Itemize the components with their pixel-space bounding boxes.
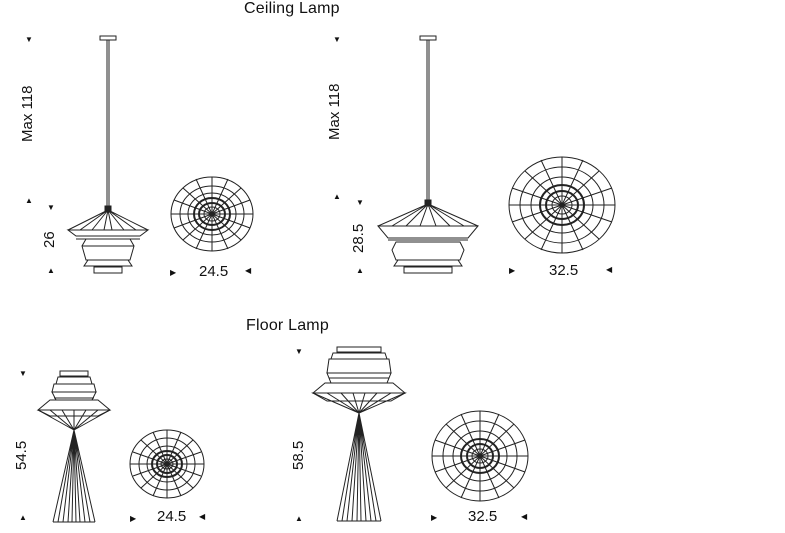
arrow-up-icon: ▲ — [295, 514, 303, 523]
arrow-left-icon: ◀ — [521, 512, 528, 521]
arrow-down-icon: ▼ — [47, 203, 55, 212]
arrow-right-icon: ▶ — [509, 266, 516, 275]
ceiling-large-shade-height: 28.5 — [350, 223, 367, 253]
floor-large-height: 58.5 — [290, 440, 307, 470]
ceiling-large-side-view — [374, 34, 484, 279]
floor-small-side-view — [34, 368, 114, 526]
arrow-left-icon: ◀ — [606, 265, 613, 274]
arrow-left-icon: ◀ — [199, 512, 206, 521]
ceiling-small-top-view — [168, 174, 256, 254]
arrow-right-icon: ▶ — [431, 513, 438, 522]
ceiling-small-width: 24.5 — [199, 263, 229, 280]
arrow-up-icon: ▲ — [47, 266, 55, 275]
arrow-down-icon: ▼ — [295, 347, 303, 356]
ceiling-small-side-view — [60, 34, 160, 279]
ceiling-large-top-view — [507, 154, 617, 254]
floor-lamp-title: Floor Lamp — [246, 317, 329, 334]
floor-small-top-view — [129, 428, 207, 500]
arrow-up-icon: ▲ — [333, 192, 341, 201]
arrow-up-icon: ▲ — [19, 513, 27, 522]
floor-large-side-view — [309, 345, 409, 525]
ceiling-lamp-title: Ceiling Lamp — [244, 0, 340, 17]
arrow-up-icon: ▲ — [25, 196, 33, 205]
arrow-up-icon: ▲ — [356, 266, 364, 275]
ceiling-large-height-label: Max 118 — [326, 83, 343, 140]
arrow-right-icon: ▶ — [130, 514, 137, 523]
ceiling-large-width: 32.5 — [549, 262, 579, 279]
arrow-down-icon: ▼ — [19, 369, 27, 378]
ceiling-small-shade-height: 26 — [41, 231, 58, 248]
floor-large-top-view — [430, 409, 530, 503]
arrow-right-icon: ▶ — [170, 268, 177, 277]
arrow-down-icon: ▼ — [356, 198, 364, 207]
arrow-left-icon: ◀ — [245, 266, 252, 275]
floor-large-width: 32.5 — [468, 508, 498, 525]
arrow-down-icon: ▼ — [25, 35, 33, 44]
floor-small-width: 24.5 — [157, 508, 187, 525]
ceiling-small-height-label: Max 118 — [19, 85, 36, 142]
floor-small-height: 54.5 — [13, 440, 30, 470]
arrow-down-icon: ▼ — [333, 35, 341, 44]
